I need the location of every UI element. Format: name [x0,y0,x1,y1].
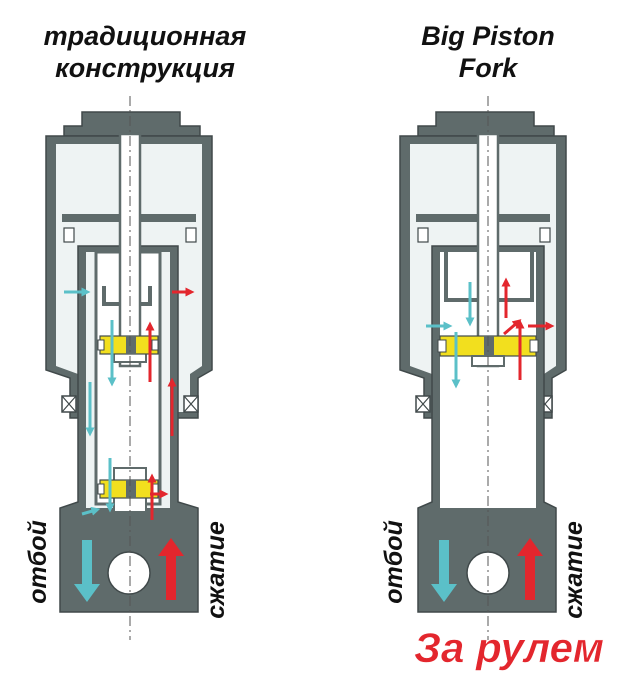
left-rebound-flow-arrows [64,287,117,516]
za-rulem-logo-text: За рулем [414,624,604,671]
left-big-rebound-arrow [74,540,100,602]
left-fork-drawing: отбой сжатие [24,96,230,640]
left-top-cap [63,111,201,137]
right-big-compression-arrow [517,538,543,600]
right-compression-flow-arrows [501,277,555,380]
right-label-compression: сжатие [560,521,588,619]
left-fork-title: традиционная конструкция [20,20,270,84]
right-fork-drawing: отбой сжатие [380,96,588,640]
za-rulem-logo: За рулем [414,624,604,672]
right-label-rebound: отбой [380,520,408,604]
left-title-line1: традиционная [43,21,247,51]
left-title-line2: конструкция [55,53,235,83]
left-label-rebound: отбой [24,520,52,604]
right-big-rebound-arrow [431,540,457,602]
right-rebound-flow-arrows [426,282,475,389]
left-big-compression-arrow [158,538,184,600]
left-compression-flow-arrows [145,287,195,520]
right-title-line2: Fork [458,53,518,83]
right-fork-title: Big Piston Fork [368,20,608,84]
left-axle-hole [107,551,151,595]
right-top-cap [417,111,555,137]
left-label-compression: сжатие [202,521,230,619]
right-title-line1: Big Piston [421,21,555,51]
